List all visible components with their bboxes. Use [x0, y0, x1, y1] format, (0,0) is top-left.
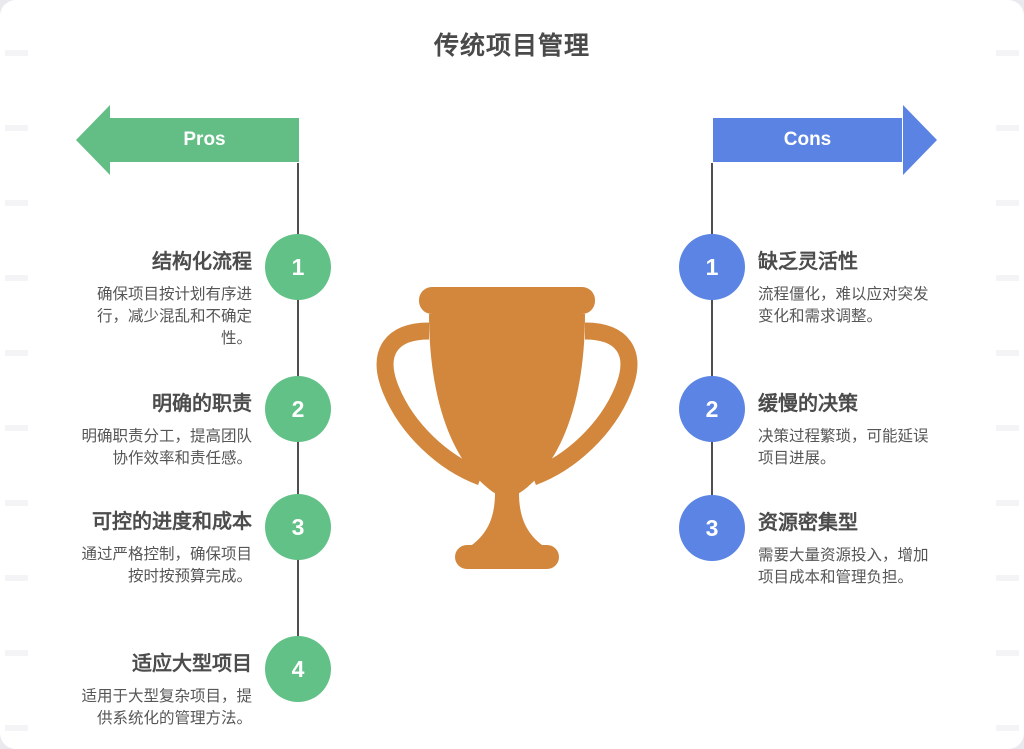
pros-item-1: 结构化流程 确保项目按计划有序进行，减少混乱和不确定性。	[80, 245, 252, 350]
step-title: 明确的职责	[152, 393, 252, 415]
cons-arrow: Cons	[713, 105, 937, 175]
cons-step-circle-2: 2	[679, 376, 745, 442]
cons-item-1: 缺乏灵活性 流程僵化，难以应对突发变化和需求调整。	[758, 245, 930, 328]
page-title: 传统项目管理	[433, 32, 590, 60]
step-desc: 通过严格控制，确保项目按时按预算完成。	[81, 546, 252, 585]
pros-step-circle-3: 3	[265, 494, 331, 560]
step-number: 1	[705, 253, 719, 280]
step-number: 3	[705, 514, 719, 541]
cons-arrowhead-icon	[903, 105, 937, 175]
pros-arrow-label: Pros	[110, 118, 299, 162]
step-number: 4	[291, 655, 305, 682]
background-stripes-right	[995, 50, 1019, 749]
cons-item-2: 缓慢的决策 决策过程繁琐，可能延误项目进展。	[758, 387, 930, 470]
cons-step-circle-3: 3	[679, 495, 745, 561]
cons-arrow-label: Cons	[713, 118, 902, 162]
step-title: 资源密集型	[758, 512, 858, 534]
step-number: 2	[705, 395, 719, 422]
step-desc: 确保项目按计划有序进行，减少混乱和不确定性。	[96, 286, 252, 347]
pros-arrow: Pros	[76, 105, 299, 175]
background-stripes-left	[5, 50, 29, 749]
pros-step-circle-1: 1	[265, 234, 331, 300]
step-title: 缓慢的决策	[758, 393, 858, 415]
step-desc: 决策过程繁琐，可能延误项目进展。	[758, 428, 929, 467]
step-title: 可控的进度和成本	[92, 511, 252, 533]
pros-item-4: 适应大型项目 适用于大型复杂项目，提供系统化的管理方法。	[80, 647, 252, 730]
step-number: 1	[291, 253, 305, 280]
step-desc: 适用于大型复杂项目，提供系统化的管理方法。	[81, 688, 252, 727]
pros-arrowhead-icon	[76, 105, 110, 175]
pros-item-3: 可控的进度和成本 通过严格控制，确保项目按时按预算完成。	[80, 505, 252, 588]
step-title: 适应大型项目	[132, 653, 252, 675]
pros-step-circle-4: 4	[265, 636, 331, 702]
trophy-icon	[369, 287, 645, 580]
step-desc: 需要大量资源投入，增加项目成本和管理负担。	[758, 547, 929, 586]
pros-item-2: 明确的职责 明确职责分工，提高团队协作效率和责任感。	[80, 387, 252, 470]
step-desc: 流程僵化，难以应对突发变化和需求调整。	[758, 286, 929, 325]
pros-step-circle-2: 2	[265, 376, 331, 442]
cons-timeline-line	[711, 163, 713, 503]
cons-step-circle-1: 1	[679, 234, 745, 300]
step-number: 2	[291, 395, 305, 422]
step-title: 缺乏灵活性	[758, 251, 858, 273]
step-desc: 明确职责分工，提高团队协作效率和责任感。	[81, 428, 252, 467]
step-number: 3	[291, 513, 305, 540]
step-title: 结构化流程	[152, 251, 252, 273]
cons-item-3: 资源密集型 需要大量资源投入，增加项目成本和管理负担。	[758, 506, 930, 589]
